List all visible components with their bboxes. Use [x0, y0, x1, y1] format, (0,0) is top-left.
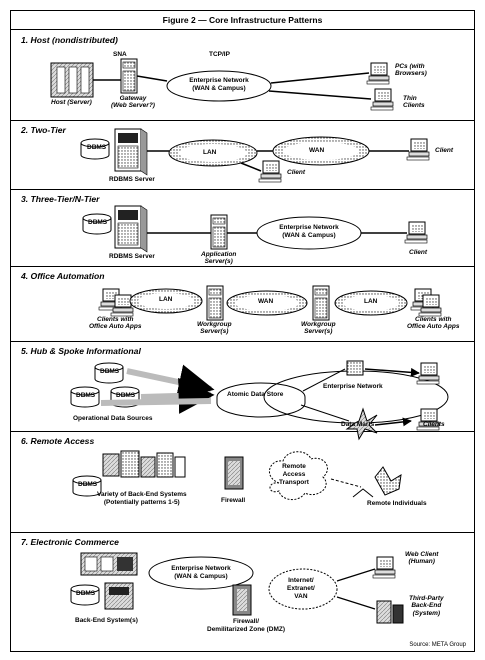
workgroup-server-label: Workgroup Server(s) — [301, 321, 336, 336]
section-title-hub-spoke: 5. Hub & Spoke Informational — [21, 346, 141, 356]
section-title-office-automation: 4. Office Automation — [21, 271, 105, 281]
section-divider — [11, 341, 474, 342]
section-divider — [11, 431, 474, 432]
dbms-label: DBMS — [78, 481, 98, 488]
lan-label: LAN — [203, 149, 217, 156]
clients-office-apps-label: Clients with Office Auto Apps — [407, 316, 460, 331]
dbms-label: DBMS — [76, 392, 96, 399]
firewall-dmz-label: Firewall/ Demilitarized Zone (DMZ) — [207, 618, 286, 633]
enterprise-network-label: Enterprise Network — [323, 383, 383, 390]
gateway-label: Gateway (Web Server?) — [111, 95, 155, 110]
sna-label: SNA — [113, 51, 127, 58]
section-title-three-tier: 3. Three-Tier/N-Tier — [21, 194, 100, 204]
figure-panel: Figure 2 — Core Infrastructure Patterns … — [10, 10, 475, 652]
remote-access-transport-label: Remote Access Transport — [279, 463, 309, 486]
client-label: Client — [435, 147, 454, 154]
diagram-drawing — [50, 58, 449, 624]
remote-individuals-label: Remote Individuals — [367, 500, 427, 507]
dbms-label: DBMS — [116, 392, 136, 399]
wan-label: WAN — [309, 147, 325, 154]
dbms-label: DBMS — [88, 219, 108, 226]
dbms-label: DBMS — [87, 144, 107, 151]
host-section-drawing — [50, 58, 394, 111]
three-tier-section-drawing — [82, 205, 428, 253]
section-title-remote-access: 6. Remote Access — [21, 436, 95, 446]
back-end-systems-label: Variety of Back-End Systems (Potentially… — [97, 491, 187, 506]
lan-label: LAN — [159, 296, 173, 303]
pcs-label: PCs (with Browsers) — [395, 63, 427, 78]
dbms-label: DBMS — [76, 590, 96, 597]
three-tier-network-label: Enterprise Network (WAN & Campus) — [279, 224, 339, 239]
third-party-back-end-label: Third-Party Back-End (System) — [409, 595, 444, 617]
tcpip-label: TCP/IP — [209, 51, 230, 58]
operational-data-sources-label: Operational Data Sources — [73, 415, 153, 422]
application-server-label: Application Server(s) — [201, 251, 237, 266]
source-note: Source: META Group — [409, 642, 466, 648]
section-title-two-tier: 2. Two-Tier — [21, 125, 66, 135]
wan-label: WAN — [258, 298, 274, 305]
thin-clients-label: Thin Clients — [403, 95, 425, 110]
office-automation-section-drawing — [98, 285, 442, 321]
clients-label: Clients — [423, 421, 445, 428]
rdbms-server-label: RDBMS Server — [109, 253, 155, 260]
section-title-electronic-commerce: 7. Electronic Commerce — [21, 537, 119, 547]
web-client-label: Web Client (Human) — [405, 551, 439, 566]
client-label: Client — [287, 169, 306, 176]
dbms-label: DBMS — [100, 368, 120, 375]
atomic-data-store-label: Atomic Data Store — [227, 391, 284, 398]
firewall-label: Firewall — [221, 497, 246, 504]
back-end-systems-label: Back-End System(s) — [75, 617, 138, 624]
host-network-label: Enterprise Network (WAN & Campus) — [189, 77, 249, 92]
data-marts-label: Data Marts — [341, 421, 375, 428]
figure-title: Figure 2 — Core Infrastructure Patterns — [11, 11, 474, 30]
workgroup-server-label: Workgroup Server(s) — [197, 321, 232, 336]
section-divider — [11, 189, 474, 190]
client-label: Client — [409, 249, 428, 256]
section-divider — [11, 120, 474, 121]
rdbms-server-label: RDBMS Server — [109, 176, 155, 183]
ecommerce-network-label: Enterprise Network (WAN & Campus) — [171, 565, 231, 580]
electronic-commerce-section-drawing — [70, 552, 404, 624]
host-server-label: Host (Server) — [51, 99, 92, 106]
remote-access-section-drawing — [72, 450, 402, 500]
two-tier-section-drawing — [80, 128, 430, 183]
internet-extranet-van-label: Internet/ Extranet/ VAN — [287, 577, 315, 600]
clients-office-apps-label: Clients with Office Auto Apps — [89, 316, 142, 331]
section-divider — [11, 532, 474, 533]
section-divider — [11, 266, 474, 267]
section-title-host: 1. Host (nondistributed) — [21, 35, 118, 45]
lan-label: LAN — [364, 298, 378, 305]
hub-spoke-section-drawing — [70, 360, 449, 441]
